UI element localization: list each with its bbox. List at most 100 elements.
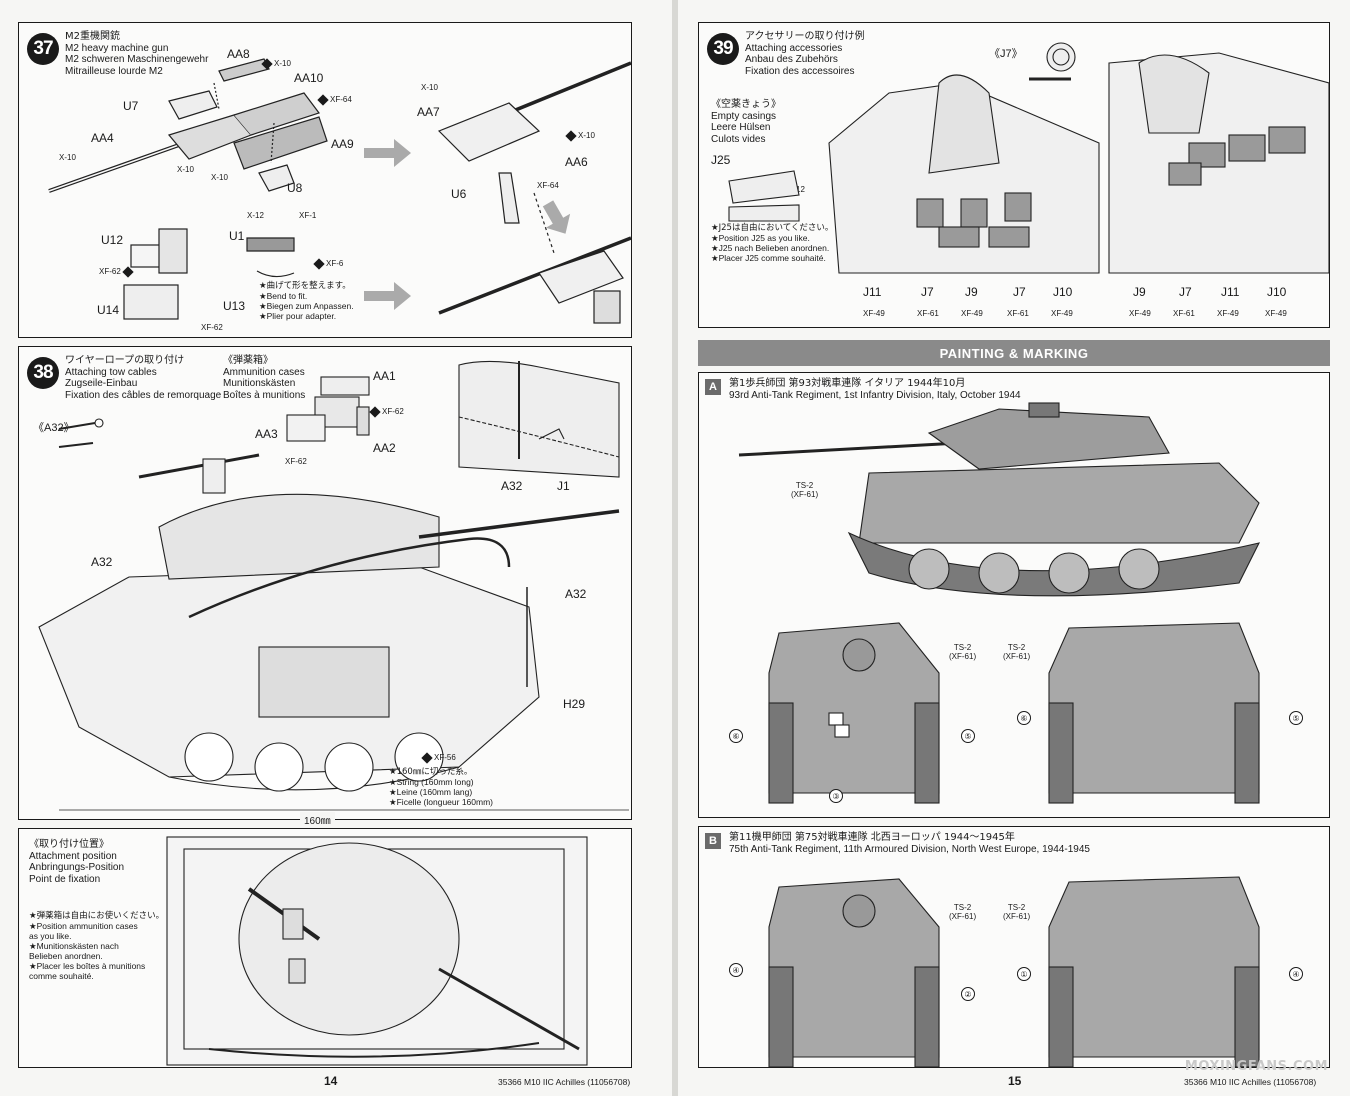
step-37-panel: 37 M2重機関銃 M2 heavy machine gun M2 schwer… <box>18 22 632 338</box>
part-j7-a: J7 <box>921 285 934 299</box>
bend-note: ★曲げて形を整えます。 ★Bend to fit. ★Biegen zum An… <box>259 281 354 321</box>
top-view-drawing <box>166 836 588 1066</box>
attachment-note: ★弾薬箱は自由にお使いください。 ★Position ammunition ca… <box>29 911 165 981</box>
part-u14: U14 <box>97 303 120 317</box>
part-aa10: AA10 <box>294 71 324 85</box>
paint-x10-f: X-10 <box>565 129 595 142</box>
paint-j10-b: XF-49 <box>1265 309 1287 318</box>
part-aa9: AA9 <box>331 137 354 151</box>
title-en: M2 heavy machine gun <box>65 42 169 54</box>
scheme-a-letter: A <box>705 379 721 395</box>
step-39-panel: 39 アクセサリーの取り付け例 Attaching accessories An… <box>698 22 1330 328</box>
part-u7: U7 <box>123 99 139 113</box>
empty-casings-title: 《空薬きょう》 Empty casings Leere Hülsen Culot… <box>711 99 781 145</box>
string-length-label: 160㎜ <box>300 812 335 827</box>
a32-group-label: 《A32》 <box>33 422 75 434</box>
part-u1: U1 <box>229 229 245 243</box>
scheme-a-rear-paint: TS-2(XF-61) <box>1003 643 1031 661</box>
paint-x10-e: X-10 <box>421 83 438 92</box>
decal-3-front: ③ <box>829 789 843 803</box>
paint-x10-d: X-10 <box>211 173 228 182</box>
part-j10-b: J10 <box>1267 285 1287 299</box>
part-aa8: AA8 <box>227 47 250 61</box>
part-j11-a: J11 <box>863 285 882 299</box>
paint-xf64-b: XF-64 <box>537 181 559 190</box>
title-fr: Mitrailleuse lourde M2 <box>65 65 163 77</box>
part-u6: U6 <box>451 187 467 201</box>
scheme-b-panel: B 第11機甲師団 第75対戦車連隊 北西ヨーロッパ 1944〜1945年 75… <box>698 826 1330 1068</box>
part-j25: J25 <box>711 153 731 167</box>
machine-gun-exploded-drawing <box>48 58 631 324</box>
step-38-title: ワイヤーロープの取り付け Attaching tow cables Zugsei… <box>65 355 222 401</box>
part-a32-right: A32 <box>565 587 587 601</box>
paint-j7-c: XF-61 <box>1173 309 1195 318</box>
part-aa2: AA2 <box>373 441 396 455</box>
accessories-drawing <box>728 42 1329 274</box>
paint-x10-a: X-10 <box>261 57 291 70</box>
part-j11-b: J11 <box>1221 285 1240 299</box>
page-number-15: 15 <box>1008 1074 1022 1088</box>
j7-label: 《J7》 <box>989 48 1023 60</box>
title-de: M2 schweren Maschinengewehr <box>65 54 209 65</box>
step-37-title: M2重機関銃 M2 heavy machine gun M2 schweren … <box>65 31 208 77</box>
paint-xf56: XF-56 <box>421 751 456 764</box>
step-37-badge: 37 <box>27 33 59 65</box>
paint-xf64-a: XF-64 <box>317 93 352 106</box>
part-aa6: AA6 <box>565 155 588 169</box>
paint-j7-b: XF-61 <box>1007 309 1029 318</box>
paint-j11-a: XF-49 <box>863 309 885 318</box>
j25-note: ★J25は自由においてください。 ★Position J25 as you li… <box>711 223 834 263</box>
page-number-14: 14 <box>324 1074 338 1088</box>
decal-5-rear: ⑤ <box>1289 711 1303 725</box>
part-u13: U13 <box>223 299 246 313</box>
scheme-a-paint-label: TS-2(XF-61) <box>791 481 819 499</box>
paint-j7-a: XF-61 <box>917 309 939 318</box>
page-14: 37 M2重機関銃 M2 heavy machine gun M2 schwer… <box>0 0 672 1096</box>
product-code-left: 35366 M10 IIC Achilles (11056708) <box>498 1077 631 1087</box>
part-a32-inset: A32 <box>501 479 523 493</box>
decal-6-rear: ⑥ <box>1017 711 1031 725</box>
product-code-right: 35366 M10 IIC Achilles (11056708) <box>1184 1077 1317 1087</box>
scheme-b-letter: B <box>705 833 721 849</box>
attachment-title: 《取り付け位置》 Attachment position Anbringungs… <box>29 839 125 885</box>
title-jp: M2重機関銃 <box>65 31 120 42</box>
scheme-a-front-paint: TS-2(XF-61) <box>949 643 977 661</box>
painting-marking-header: PAINTING & MARKING <box>698 340 1330 366</box>
decal-5-front: ⑤ <box>961 729 975 743</box>
scheme-b-rear-paint: TS-2(XF-61) <box>1003 903 1031 921</box>
part-j7-c: J7 <box>1179 285 1192 299</box>
part-j9-a: J9 <box>965 285 978 299</box>
page-gutter <box>672 0 678 1096</box>
step-38-panel: 38 ワイヤーロープの取り付け Attaching tow cables Zug… <box>18 346 632 820</box>
decal-1-rear: ① <box>1017 967 1031 981</box>
part-j1: J1 <box>557 479 570 493</box>
scheme-b-front-paint: TS-2(XF-61) <box>949 903 977 921</box>
paint-j11-b: XF-49 <box>1217 309 1239 318</box>
paint-xf1: XF-1 <box>299 211 317 220</box>
part-j7-b: J7 <box>1013 285 1026 299</box>
decal-6-front: ⑥ <box>729 729 743 743</box>
watermark-logo: MOXINGFANS.COM <box>1184 1059 1328 1074</box>
ammo-cases-title: 《弾薬箱》 Ammunition cases Munitionskästen B… <box>223 355 306 401</box>
part-aa3: AA3 <box>255 427 278 441</box>
string-note: ★160㎜に切った糸。 ★String (160mm long) ★Leine … <box>389 767 493 807</box>
part-j9-b: J9 <box>1133 285 1146 299</box>
tank-tow-cable-drawing <box>38 360 629 811</box>
scheme-b-caption: 第11機甲師団 第75対戦車連隊 北西ヨーロッパ 1944〜1945年 75th… <box>729 832 1090 855</box>
decal-2-front: ② <box>961 987 975 1001</box>
paint-xf6: XF-6 <box>313 257 343 270</box>
part-aa4: AA4 <box>91 131 114 145</box>
part-j10-a: J10 <box>1053 285 1073 299</box>
step-39-badge: 39 <box>707 33 739 65</box>
part-h29: H29 <box>563 697 586 711</box>
part-aa1: AA1 <box>373 369 396 383</box>
scheme-a-panel: A 第1歩兵師団 第93対戦車連隊 イタリア 1944年10月 93rd Ant… <box>698 372 1330 818</box>
scheme-a-drawings <box>738 402 1261 804</box>
part-a32-left: A32 <box>91 555 113 569</box>
part-u8: U8 <box>287 181 303 195</box>
paint-j9-b: XF-49 <box>1129 309 1151 318</box>
decal-4-rear: ④ <box>1289 967 1303 981</box>
step-38-badge: 38 <box>27 357 59 389</box>
paint-xf62-d: XF-62 <box>285 457 307 466</box>
paint-x10-b: X-10 <box>59 153 76 162</box>
